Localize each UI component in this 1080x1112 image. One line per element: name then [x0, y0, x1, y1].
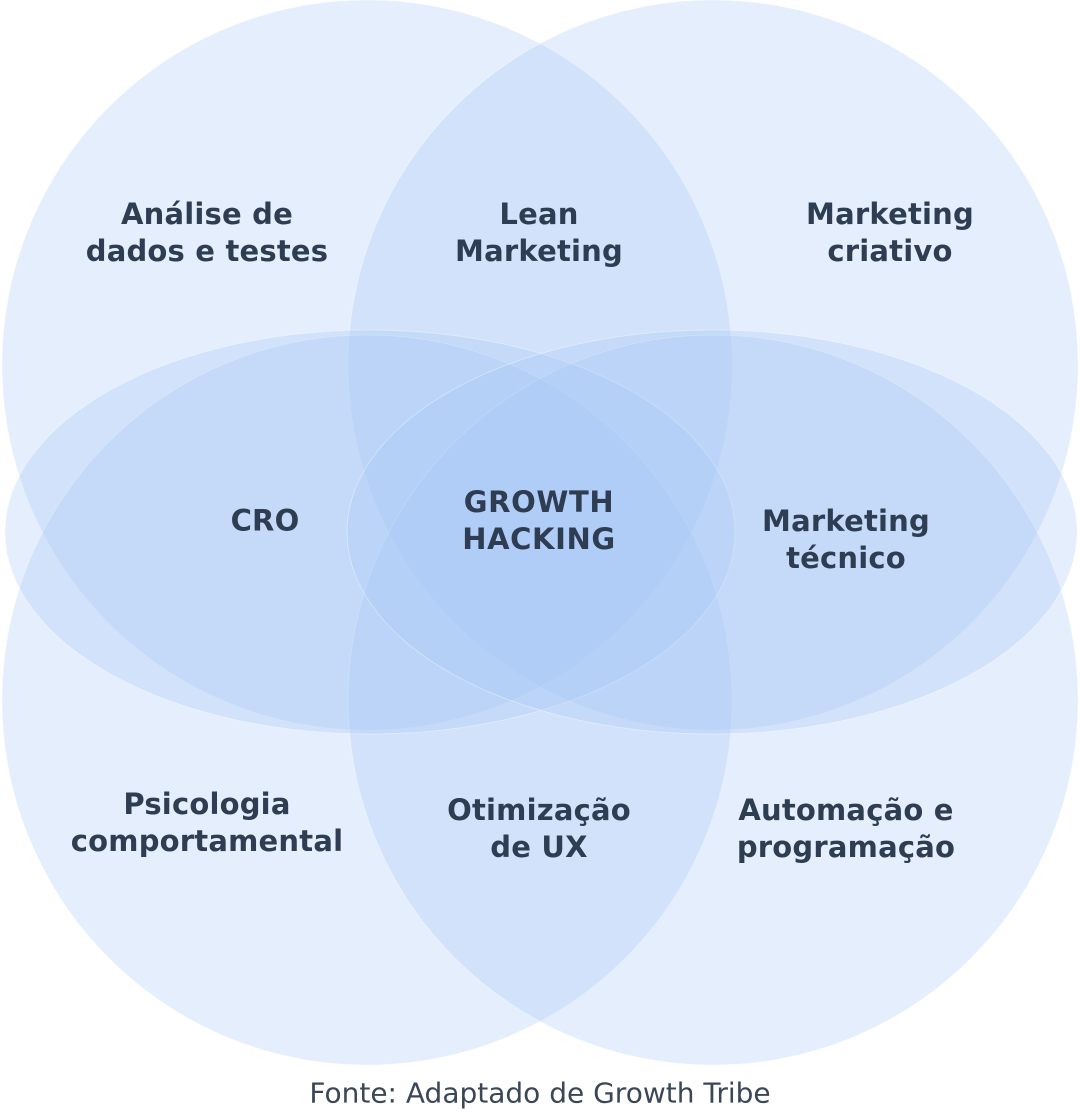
label-line: Marketing [806, 197, 974, 231]
label-automacao-e-programacao: Automação e programação [737, 792, 955, 866]
ellipse-middle-left [4, 329, 736, 735]
label-marketing-tecnico: Marketing técnico [762, 503, 930, 577]
circle-top-left [1, 0, 733, 731]
label-cro: CRO [231, 503, 300, 540]
label-line: Marketing [762, 504, 930, 538]
label-psicologia-comportamental: Psicologia comportamental [71, 786, 343, 860]
label-line: CRO [230, 503, 300, 538]
circle-top-right [347, 0, 1079, 731]
circle-bottom-right [347, 334, 1079, 1066]
label-line: de UX [490, 830, 588, 864]
label-line: GROWTH [463, 485, 615, 519]
label-line: Automação e [738, 793, 954, 827]
label-marketing-criativo: Marketing criativo [806, 196, 974, 270]
label-lean-marketing: Lean Marketing [455, 196, 623, 270]
label-line: Marketing [455, 234, 623, 268]
label-line: comportamental [70, 824, 344, 858]
venn-diagram [1, 0, 1079, 1066]
label-otimizacao-de-ux: Otimização de UX [447, 792, 631, 866]
label-growth-hacking: GROWTH HACKING [462, 484, 616, 558]
label-line: Análise de [121, 197, 293, 231]
label-line: Lean [499, 197, 579, 231]
ellipse-middle-right [346, 329, 1078, 735]
label-line: técnico [786, 541, 906, 575]
label-line: dados e testes [85, 234, 329, 268]
label-line: Psicologia [123, 787, 291, 821]
source-caption: Fonte: Adaptado de Growth Tribe [309, 1076, 771, 1110]
label-line: programação [736, 830, 956, 864]
circle-bottom-left [1, 334, 733, 1066]
label-line: Otimização [447, 793, 631, 827]
label-line: HACKING [462, 522, 616, 556]
label-analise-de-dados: Análise de dados e testes [86, 196, 329, 270]
label-line: criativo [827, 234, 953, 268]
